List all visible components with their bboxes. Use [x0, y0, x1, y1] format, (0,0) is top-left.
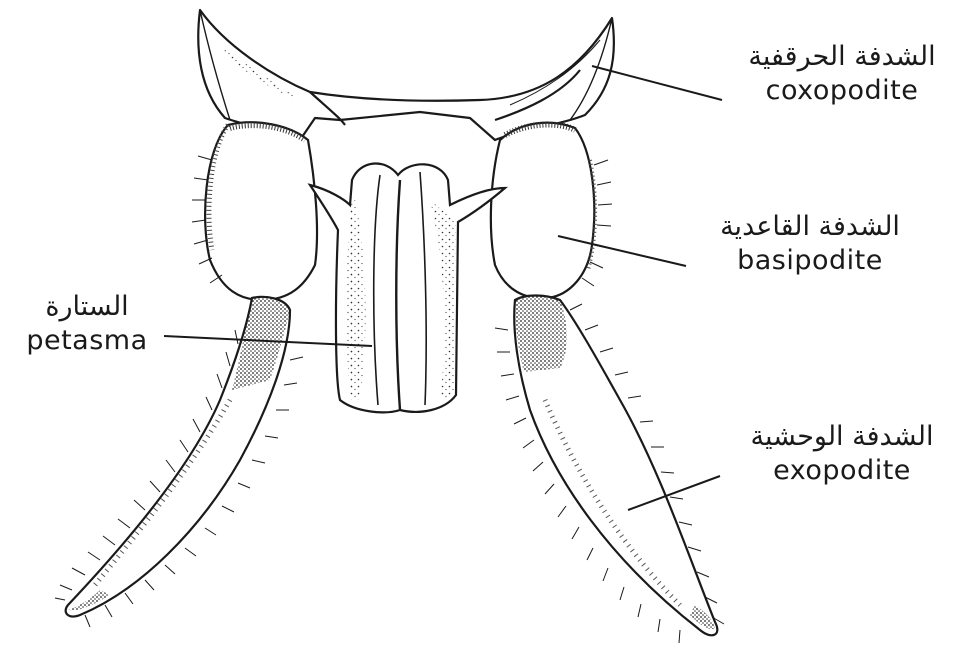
label-exopodite: الشدفة الوحشية exopodite: [722, 420, 962, 488]
label-coxopodite: الشدفة الحرقفية coxopodite: [722, 40, 962, 108]
label-petasma-english: petasma: [2, 324, 172, 358]
label-basipodite-english: basipodite: [690, 244, 930, 278]
coxopodite-plate: [198, 10, 614, 140]
label-coxopodite-arabic: الشدفة الحرقفية: [722, 40, 962, 74]
label-exopodite-arabic: الشدفة الوحشية: [722, 420, 962, 454]
label-exopodite-english: exopodite: [722, 454, 962, 488]
basipodite-right: [491, 123, 595, 299]
leader-line-coxopodite: [592, 66, 722, 100]
label-basipodite: الشدفة القاعدية basipodite: [690, 210, 930, 278]
basipodite-left: [205, 122, 317, 300]
label-petasma-arabic: الستارة: [2, 290, 172, 324]
label-coxopodite-english: coxopodite: [722, 74, 962, 108]
label-petasma: الستارة petasma: [2, 290, 172, 358]
petasma: [310, 164, 505, 413]
label-basipodite-arabic: الشدفة القاعدية: [690, 210, 930, 244]
exopodite-right: [495, 296, 724, 644]
